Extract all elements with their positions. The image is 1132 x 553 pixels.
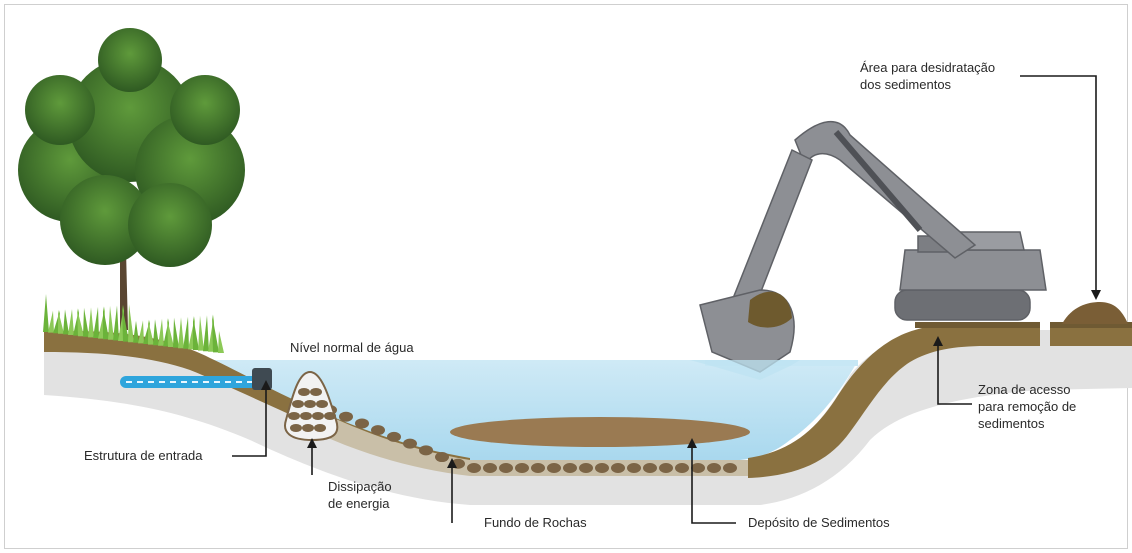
rock-stone: [707, 463, 721, 473]
rock-stone: [675, 463, 689, 473]
sediment-deposit: [450, 417, 750, 447]
dissipation-label-line1: Dissipação: [328, 479, 392, 494]
access-zone-label-line2: para remoção de: [978, 399, 1076, 414]
grass-blade: [58, 310, 64, 334]
rock-stone: [515, 463, 529, 473]
grass-blade: [88, 307, 94, 337]
grass-blade: [133, 321, 139, 343]
dewatering-label-line1: Área para desidratação: [860, 60, 995, 75]
rock-stone: [547, 463, 561, 473]
grass-blade: [183, 317, 189, 349]
rock-stone: [691, 463, 705, 473]
cage-stone: [292, 400, 304, 408]
dewatering-label-line2: dos sedimentos: [860, 77, 952, 92]
rock-stone: [659, 463, 673, 473]
grass-blade: [173, 318, 179, 348]
rock-stone: [467, 463, 481, 473]
grass-blade: [212, 314, 219, 352]
grass-blade: [203, 315, 209, 351]
rock-stone: [643, 463, 657, 473]
rock-stone: [595, 463, 609, 473]
cage-stone: [290, 424, 302, 432]
dewatering-sediment-pile: [1062, 302, 1128, 324]
rock-stone: [483, 463, 497, 473]
rock-stone: [531, 463, 545, 473]
water-level-label: Nível normal de água: [290, 340, 414, 355]
grass-blade: [193, 316, 199, 350]
grass-blade: [153, 319, 159, 345]
access-zone-label-line3: sedimentos: [978, 416, 1045, 431]
rock-stone: [499, 463, 513, 473]
rock-bottom-label: Fundo de Rochas: [484, 515, 587, 530]
access-zone-label-line1: Zona de acesso: [978, 382, 1071, 397]
grass-blade: [48, 311, 54, 333]
rock-stone: [611, 463, 625, 473]
rock-stone: [419, 445, 433, 455]
grass-blade: [158, 319, 164, 346]
rock-stone: [403, 439, 417, 449]
grass-blade: [128, 304, 134, 342]
cage-stone: [288, 412, 300, 420]
grass-blade: [138, 320, 144, 343]
grass-blade: [198, 316, 204, 351]
sediment-deposit-label: Depósito de Sedimentos: [748, 515, 890, 530]
cage-stone: [302, 424, 314, 432]
rock-stone: [387, 432, 401, 442]
grass-blade: [83, 308, 89, 337]
cage-stone: [298, 388, 310, 396]
rock-stone: [435, 452, 449, 462]
grass-blade: [77, 308, 84, 336]
rock-stone: [579, 463, 593, 473]
grass-blade: [218, 331, 224, 353]
dissipation-label-line2: de energia: [328, 496, 390, 511]
cage-stone: [324, 412, 336, 420]
rock-stone: [339, 412, 353, 422]
inlet-label: Estrutura de entrada: [84, 448, 203, 463]
rock-stone: [371, 425, 385, 435]
grass-blade: [43, 294, 49, 332]
grass-blade: [93, 307, 99, 338]
grass-blade: [113, 305, 119, 340]
cage-stone: [310, 388, 322, 396]
grass-blade: [63, 309, 69, 334]
grass-blade: [178, 317, 184, 348]
cage-stone: [300, 412, 312, 420]
grass-blade: [167, 318, 174, 347]
rock-stone: [563, 463, 577, 473]
tree-icon: [18, 28, 245, 330]
grass-blade: [108, 306, 114, 340]
cage-stone: [314, 424, 326, 432]
rock-stone: [355, 418, 369, 428]
grass-blade: [68, 309, 74, 335]
rock-stone: [627, 463, 641, 473]
cage-stone: [304, 400, 316, 408]
cage-stone: [312, 412, 324, 420]
cage-stone: [316, 400, 328, 408]
rock-stone: [723, 463, 737, 473]
